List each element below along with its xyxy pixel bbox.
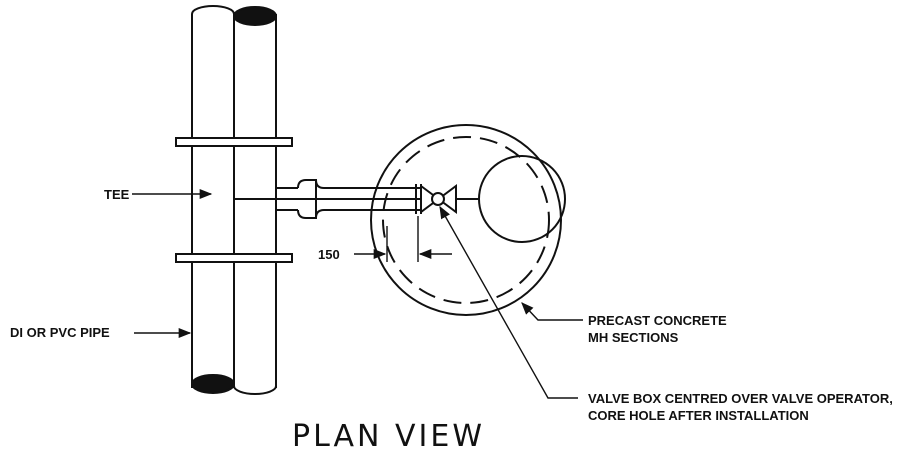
manhole-opening xyxy=(478,155,566,243)
manhole-inner-dashed xyxy=(382,136,550,304)
valve-box-label-line2: CORE HOLE AFTER INSTALLATION xyxy=(588,408,809,423)
flange-bottom xyxy=(175,253,293,263)
tee-label: TEE xyxy=(104,187,130,202)
dimension-150: 150 xyxy=(318,216,452,262)
valve-box-leader xyxy=(439,205,578,399)
branch-pipe xyxy=(234,179,420,219)
pipe-label: DI OR PVC PIPE xyxy=(10,325,110,340)
gate-valve xyxy=(415,184,480,214)
drawing-title: PLAN VIEW xyxy=(292,419,485,454)
manhole-label-line2: MH SECTIONS xyxy=(588,330,679,345)
dimension-label: 150 xyxy=(318,247,340,262)
manhole xyxy=(370,124,566,316)
valve-box-label-line1: VALVE BOX CENTRED OVER VALVE OPERATOR, xyxy=(588,391,893,406)
pipe-bottom-end xyxy=(191,374,235,394)
manhole-leader xyxy=(521,302,583,321)
pipe-top-end xyxy=(233,6,277,26)
flange-top xyxy=(175,137,293,147)
manhole-label-line1: PRECAST CONCRETE xyxy=(588,313,727,328)
vertical-pipe xyxy=(191,5,277,395)
